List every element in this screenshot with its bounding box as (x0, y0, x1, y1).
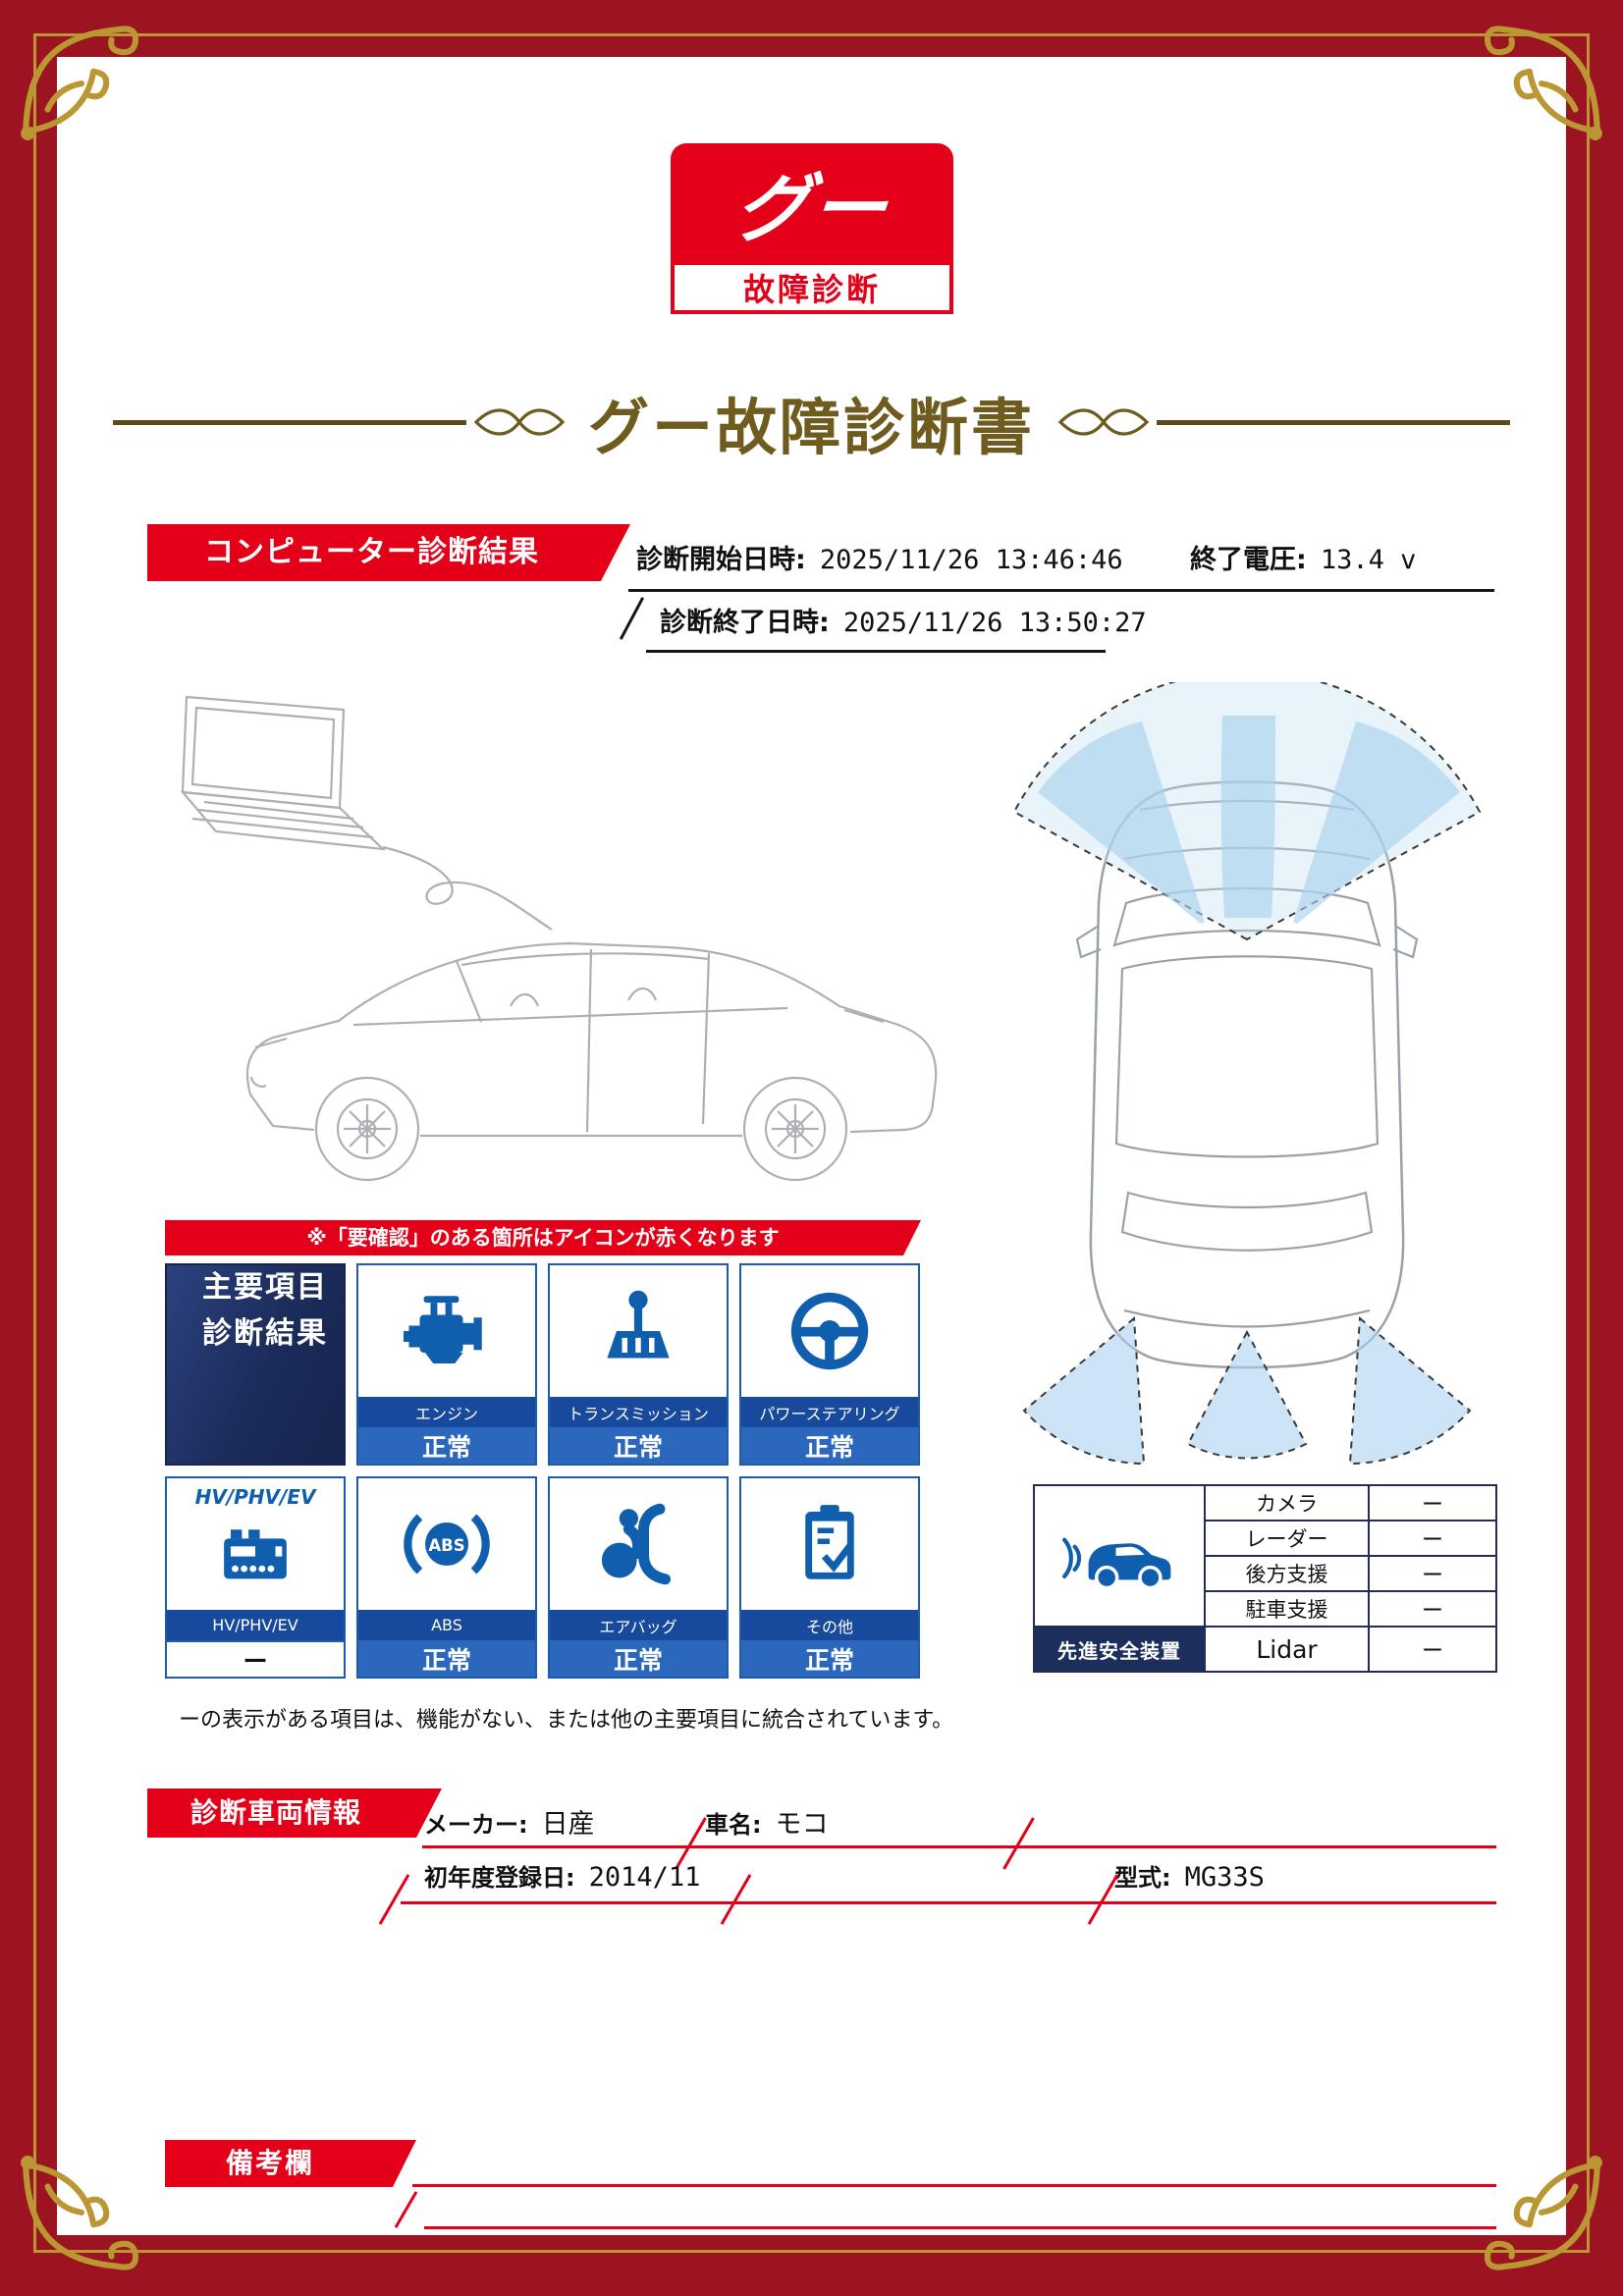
diagnosis-start-value: 2025/11/26 13:46:46 (819, 545, 1123, 575)
ev-unit-icon (167, 1509, 344, 1610)
vehicle-maker-field: メーカー: 日産 (424, 1802, 595, 1841)
abs-icon: ABS (358, 1478, 535, 1610)
main-results-grid: 主要項目 診断結果 エンジン 正常 (165, 1263, 920, 1679)
diagnostic-tile-airbag: エアバッグ 正常 (548, 1476, 729, 1679)
goo-logo-subtitle: 故障診断 (742, 271, 881, 308)
tile-status: 正常 (358, 1640, 535, 1677)
title-rule-left (113, 419, 466, 425)
tile-status: 正常 (550, 1640, 727, 1677)
vehicle-name-field: 車名: モコ (705, 1802, 829, 1841)
corner-ornament-icon (21, 26, 139, 140)
title-row: グー故障診断書 (113, 385, 1511, 463)
diagnosis-start-label: 診断開始日時: (636, 545, 806, 575)
safety-row-name: Lidar (1206, 1628, 1368, 1671)
tile-status: 正常 (741, 1427, 918, 1464)
diagnostic-tile-hv-phv-ev: HV/PHV/EV HV/PHV/EV ー (165, 1476, 346, 1679)
registration-value: 2014/11 (588, 1862, 701, 1893)
airbag-icon (550, 1478, 727, 1610)
computer-diagnosis-banner: コンピューター診断結果 (147, 524, 630, 581)
steering-wheel-icon (741, 1265, 918, 1397)
transmission-icon (550, 1265, 727, 1397)
safety-devices-table: カメラ ー レーダー ー 後方支援 ー 駐車支援 ー 先進安全装置 Lidar … (1033, 1484, 1497, 1673)
maker-label: メーカー: (424, 1811, 528, 1839)
safety-row-name: カメラ (1206, 1486, 1368, 1520)
safety-car-icon (1035, 1486, 1204, 1626)
safety-row-value: ー (1370, 1557, 1495, 1590)
warning-stripe: ※「要確認」のある箇所はアイコンが赤くなります (165, 1220, 921, 1255)
vehicle-info-banner: 診断車両情報 (147, 1789, 442, 1838)
safety-table-title: 先進安全装置 (1035, 1628, 1204, 1671)
tile-status: 正常 (358, 1427, 535, 1464)
safety-row-name: レーダー (1206, 1522, 1368, 1555)
title-rule-right (1157, 419, 1511, 425)
safety-row-name: 駐車支援 (1206, 1592, 1368, 1626)
divider-line (401, 1901, 1496, 1904)
safety-row-value: ー (1370, 1628, 1495, 1671)
goo-logo-subtitle-box: 故障診断 (671, 261, 953, 314)
page-title: グー故障診断書 (588, 392, 1036, 463)
tile-label: エンジン (358, 1397, 535, 1427)
tile-label: エアバッグ (550, 1610, 727, 1640)
vehicle-model-field: 型式: MG33S (1114, 1858, 1265, 1893)
svg-text:ABS: ABS (428, 1536, 464, 1555)
diagnostic-tile-other: その他 正常 (739, 1476, 920, 1679)
model-label: 型式: (1114, 1864, 1171, 1892)
safety-row-value: ー (1370, 1486, 1495, 1520)
flourish-knot-icon (473, 408, 566, 436)
end-voltage-label: 終了電圧: (1190, 545, 1307, 575)
diagnostic-tile-transmission: トランスミッション 正常 (548, 1263, 729, 1466)
remarks-banner: 備考欄 (165, 2140, 416, 2187)
diagnosis-start-row: 診断開始日時: 2025/11/26 13:46:46 (636, 538, 1123, 576)
safety-row-name: 後方支援 (1206, 1557, 1368, 1590)
divider-line (412, 2184, 1496, 2187)
divider-line (424, 2226, 1496, 2229)
safety-row-value: ー (1370, 1522, 1495, 1555)
diagnosis-end-row: 診断終了日時: 2025/11/26 13:50:27 (660, 601, 1147, 639)
sensor-coverage-top-view-illustration (1012, 682, 1482, 1466)
obd-laptop-car-illustration (180, 695, 938, 1182)
tile-label: その他 (741, 1610, 918, 1640)
main-results-panel: 主要項目 診断結果 (165, 1263, 346, 1466)
tile-status: ー (167, 1640, 344, 1677)
diagnosis-end-label: 診断終了日時: (660, 608, 830, 638)
car-name-value: モコ (775, 1809, 829, 1840)
tile-label: HV/PHV/EV (167, 1610, 344, 1640)
goo-logo-red-box: グー (671, 143, 953, 261)
diagnostic-tile-engine: エンジン 正常 (356, 1263, 537, 1466)
divider-line (628, 589, 1494, 592)
flourish-knot-icon (1057, 408, 1150, 436)
goo-logo: グー 故障診断 (671, 143, 953, 314)
safety-row-value: ー (1370, 1592, 1495, 1626)
checklist-icon (741, 1478, 918, 1610)
corner-ornament-icon (1484, 26, 1602, 140)
engine-icon (358, 1265, 535, 1397)
end-voltage-value: 13.4 v (1320, 545, 1417, 575)
end-voltage-row: 終了電圧: 13.4 v (1190, 538, 1416, 576)
corner-ornament-icon (1484, 2156, 1602, 2270)
tile-label: パワーステアリング (741, 1397, 918, 1427)
dash-note: ーの表示がある項目は、機能がない、または他の主要項目に統合されています。 (179, 1708, 954, 1733)
tile-label: ABS (358, 1610, 535, 1640)
car-name-label: 車名: (705, 1811, 762, 1839)
tile-status: 正常 (550, 1427, 727, 1464)
tile-label: トランスミッション (550, 1397, 727, 1427)
maker-value: 日産 (541, 1809, 595, 1840)
diagnostic-tile-abs: ABS ABS 正常 (356, 1476, 537, 1679)
vehicle-registration-field: 初年度登録日: 2014/11 (424, 1858, 700, 1893)
divider-line (646, 650, 1106, 653)
tile-status: 正常 (741, 1640, 918, 1677)
registration-label: 初年度登録日: (424, 1864, 575, 1892)
hv-top-label: HV/PHV/EV (194, 1485, 316, 1509)
diagnostic-tile-power-steering: パワーステアリング 正常 (739, 1263, 920, 1466)
diagnosis-end-value: 2025/11/26 13:50:27 (842, 608, 1147, 638)
goo-logo-brand: グー (730, 165, 893, 252)
corner-ornament-icon (21, 2156, 139, 2270)
main-results-panel-label: 主要項目 診断結果 (202, 1270, 328, 1351)
divider-line (422, 1845, 1496, 1848)
model-value: MG33S (1184, 1862, 1265, 1893)
